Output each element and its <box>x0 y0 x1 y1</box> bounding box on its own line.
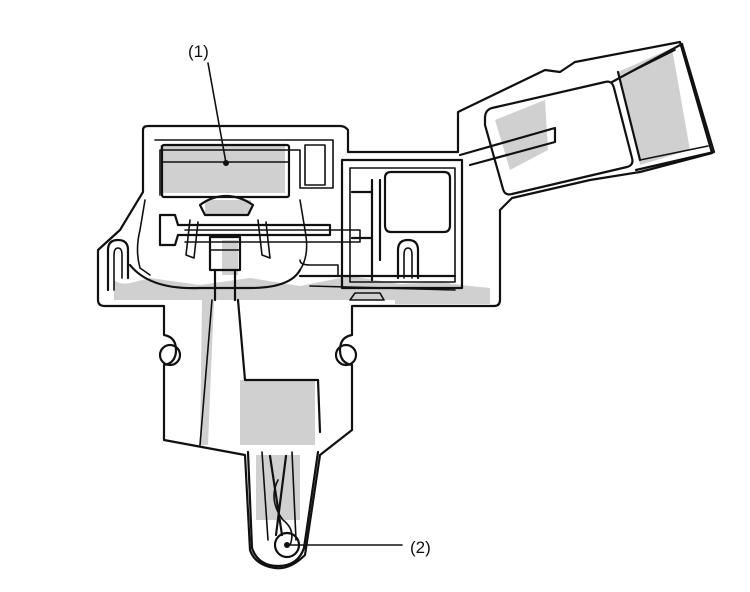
shaded-regions <box>114 48 690 520</box>
o-ring-seals <box>158 343 358 367</box>
pressure-port <box>199 298 322 568</box>
sensor-housing <box>96 40 714 570</box>
o-ring-left <box>158 343 182 367</box>
callout-label-1: (1) <box>188 42 209 61</box>
leader-lines <box>207 62 403 546</box>
connector-frame <box>298 158 464 301</box>
leader-line-1 <box>207 62 227 164</box>
diaphragm-assembly <box>158 194 361 302</box>
electrical-connector <box>458 42 716 196</box>
callout-label-2: (2) <box>410 538 431 557</box>
o-ring-right <box>334 343 358 367</box>
internal-ribs <box>106 199 420 292</box>
